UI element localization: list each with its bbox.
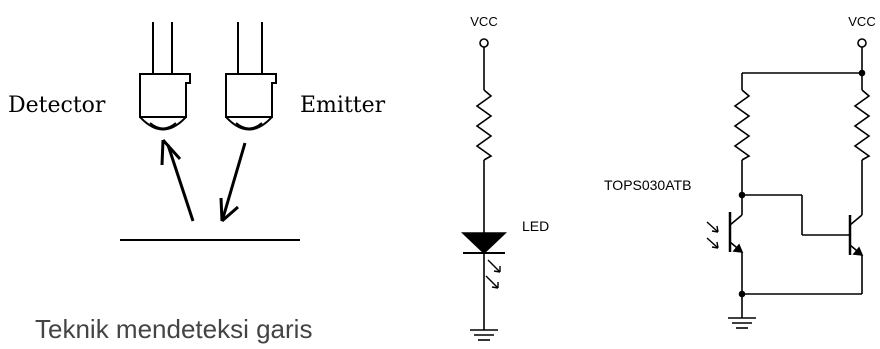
resistor xyxy=(475,89,493,161)
transistor-circuit xyxy=(706,38,871,329)
part-label: TOPS030ATB xyxy=(604,177,691,193)
detector-label: Detector xyxy=(8,93,106,118)
led-emission-arrows xyxy=(485,259,501,289)
ground-symbol-right xyxy=(728,317,756,329)
phototransistor-symbol xyxy=(706,195,744,294)
vcc-label-led: VCC xyxy=(470,14,497,29)
vcc-terminal xyxy=(479,38,489,48)
ground-symbol xyxy=(470,329,498,341)
emitter-label: Emitter xyxy=(300,93,386,118)
emitted-light-arrow xyxy=(219,142,247,223)
vcc-terminal-right xyxy=(857,38,867,48)
reflective-sensor-illustration xyxy=(120,22,300,241)
npn-transistor-symbol xyxy=(848,214,864,294)
led-circuit xyxy=(461,38,507,341)
led-symbol xyxy=(461,232,507,330)
caption: Teknik mendeteksi garis xyxy=(35,314,312,344)
vcc-label-right: VCC xyxy=(848,14,875,29)
resistor-right xyxy=(853,89,871,161)
resistor-left xyxy=(733,89,751,161)
reflected-light-arrow xyxy=(160,138,195,222)
emitter-body xyxy=(225,73,277,131)
led-label: LED xyxy=(522,218,549,234)
detector-body xyxy=(139,73,191,131)
incident-light-arrows xyxy=(706,221,719,249)
